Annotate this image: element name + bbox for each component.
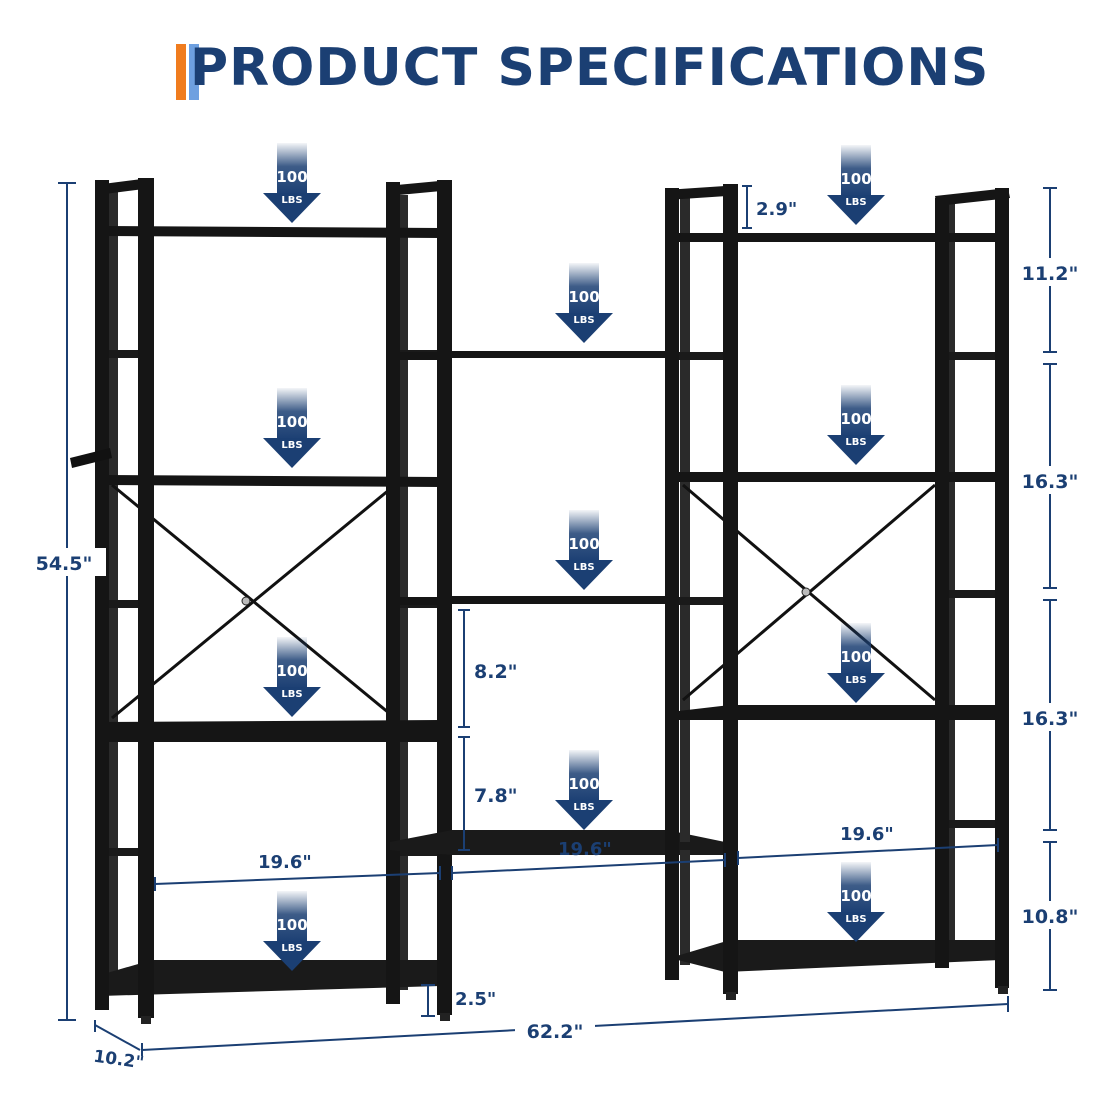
right-shelf-4 [670, 940, 1000, 972]
svg-text:100: 100 [276, 916, 307, 934]
svg-text:LBS: LBS [281, 943, 302, 954]
total-width-label: 62.2" [527, 1021, 584, 1043]
svg-text:100: 100 [840, 410, 871, 428]
middle-gap-upper-label: 8.2" [474, 661, 518, 683]
load-arrow-middle-1: 100 LBS [555, 263, 613, 343]
svg-text:100: 100 [276, 413, 307, 431]
page-title: PRODUCT SPECIFICATIONS [190, 38, 990, 98]
left-front-post-3 [386, 182, 400, 1004]
total-height-label: 54.5" [36, 553, 93, 575]
middle-shelf-section [386, 351, 725, 855]
svg-text:LBS: LBS [845, 914, 866, 925]
middle-shelf-width-label: 19.6" [558, 839, 612, 860]
svg-text:100: 100 [568, 775, 599, 793]
foot-height-label: 2.5" [455, 989, 496, 1010]
title-accent-orange [176, 44, 186, 100]
left-back-post-1 [108, 190, 118, 990]
title-accent-blue [189, 44, 199, 100]
right-tier-2-label: 16.3" [1022, 471, 1079, 493]
left-shelf-width-label: 19.6" [258, 852, 312, 873]
right-shelf-1 [670, 233, 1000, 242]
load-arrow-right-2: 100 LBS [827, 385, 885, 465]
right-tier-1-label: 11.2" [1022, 263, 1079, 285]
left-back-post-2 [398, 195, 408, 990]
svg-text:100: 100 [568, 535, 599, 553]
right-tier-4-label: 10.8" [1022, 906, 1079, 928]
svg-text:100: 100 [840, 170, 871, 188]
middle-gap-lower-label: 7.8" [474, 785, 518, 807]
left-front-post-1 [95, 180, 109, 1010]
load-arrow-middle-3: 100 LBS [555, 750, 613, 830]
svg-text:100: 100 [276, 168, 307, 186]
svg-text:LBS: LBS [573, 562, 594, 573]
load-arrow-right-4: 100 LBS [827, 862, 885, 942]
top-gap-label: 2.9" [756, 199, 797, 220]
middle-shelf-2 [452, 596, 667, 604]
load-arrow-right-3: 100 LBS [827, 623, 885, 703]
load-arrow-right-1: 100 LBS [827, 145, 885, 225]
right-shelf-3 [670, 705, 1000, 720]
svg-text:LBS: LBS [281, 195, 302, 206]
load-arrow-middle-2: 100 LBS [555, 510, 613, 590]
load-arrow-left-4: 100 LBS [263, 891, 321, 971]
depth-label: 10.2" [92, 1047, 145, 1074]
svg-text:LBS: LBS [845, 437, 866, 448]
svg-text:LBS: LBS [281, 440, 302, 451]
left-shelf-2 [105, 475, 440, 487]
load-arrows: 100 LBS 100 LBS 100 LBS 100 LBS 100 [263, 143, 885, 971]
title-area: PRODUCT SPECIFICATIONS [0, 0, 1100, 110]
middle-shelf-1 [452, 351, 667, 358]
svg-text:100: 100 [840, 887, 871, 905]
svg-text:LBS: LBS [573, 802, 594, 813]
anti-tip-strap [70, 448, 112, 468]
svg-text:100: 100 [840, 648, 871, 666]
svg-text:LBS: LBS [281, 689, 302, 700]
left-shelf-1 [105, 226, 440, 238]
left-front-post-2 [138, 178, 154, 1018]
load-arrow-left-2: 100 LBS [263, 388, 321, 468]
svg-text:100: 100 [276, 662, 307, 680]
svg-text:100: 100 [568, 288, 599, 306]
svg-text:LBS: LBS [845, 675, 866, 686]
right-shelf-2 [670, 472, 1000, 482]
right-shelf-width-label: 19.6" [840, 824, 894, 845]
svg-text:LBS: LBS [845, 197, 866, 208]
svg-text:LBS: LBS [573, 315, 594, 326]
dimension-lines [58, 182, 1057, 1056]
right-tier-3-label: 16.3" [1022, 708, 1079, 730]
dimension-labels: 54.5" 10.2" 62.2" 2.9" 2.5" 11.2" 16.3" … [22, 199, 1087, 1073]
load-arrow-left-3: 100 LBS [263, 637, 321, 717]
left-shelf-3 [100, 720, 440, 742]
middle-shelf-3 [390, 830, 725, 855]
left-shelf-unit [70, 178, 452, 1024]
left-shelf-4 [100, 960, 440, 996]
right-shelf-unit [665, 184, 1010, 1000]
load-arrow-left-1: 100 LBS [263, 143, 321, 223]
